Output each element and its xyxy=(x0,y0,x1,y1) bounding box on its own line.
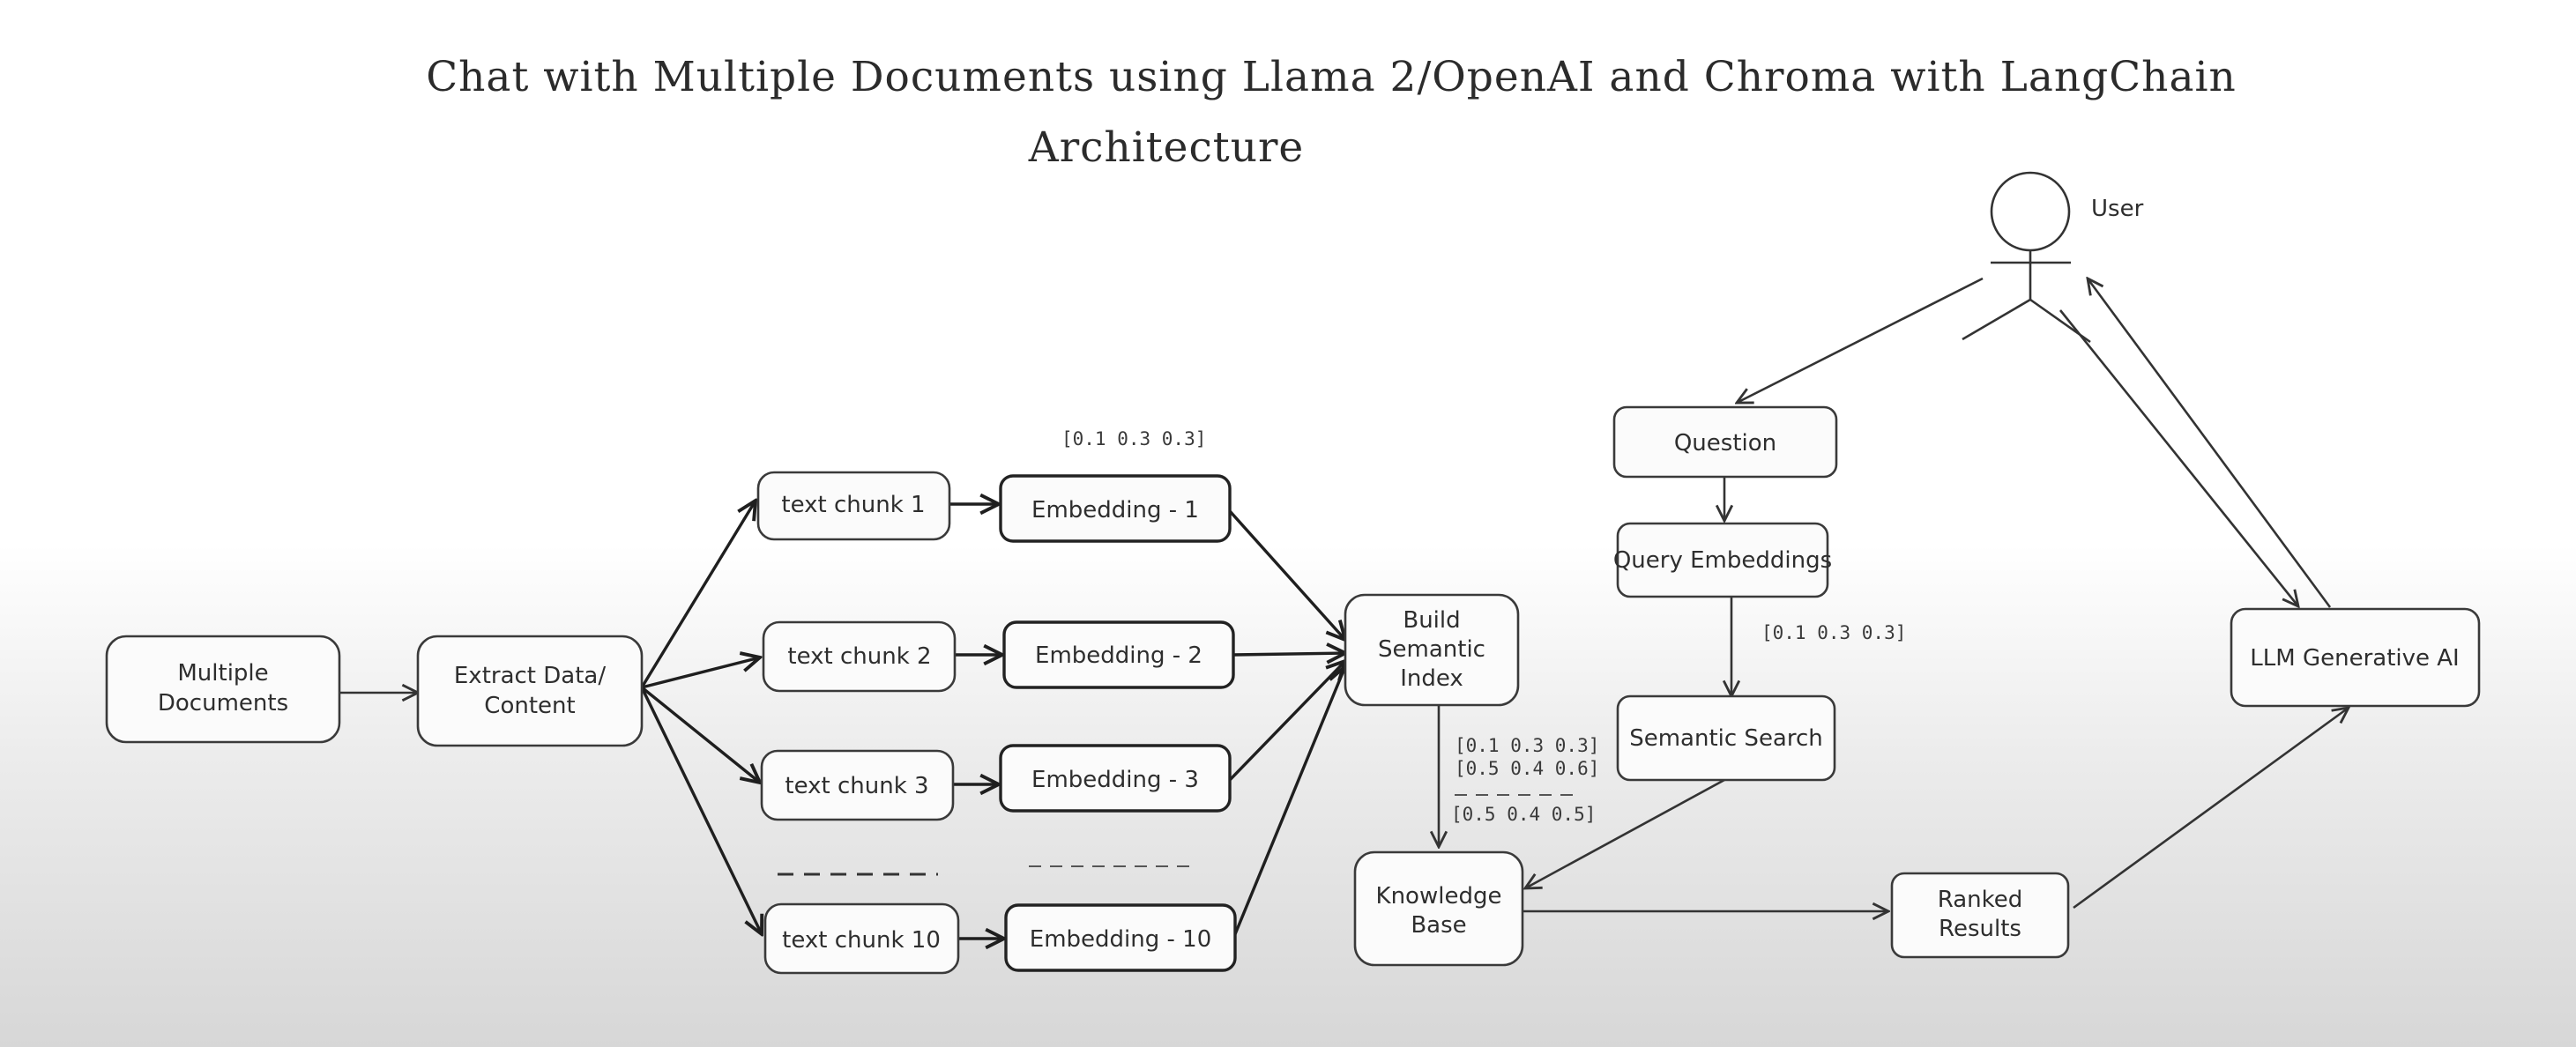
node-label: Extract Data/ xyxy=(454,663,606,689)
edge-user-question xyxy=(1737,277,1984,403)
user-leg-right xyxy=(2029,298,2091,344)
node-label: Knowledge xyxy=(1376,883,1502,910)
edge-search-kb xyxy=(1525,778,1725,888)
user-label: User xyxy=(2091,196,2144,222)
node-label: Semantic Search xyxy=(1629,725,1823,752)
node-label: Content xyxy=(484,693,575,719)
vector-kb-2: [0.5 0.4 0.6] xyxy=(1455,758,1599,779)
node-label: Embedding - 3 xyxy=(1031,767,1199,793)
node-label: Build xyxy=(1403,607,1460,634)
node-embedding-3[interactable]: Embedding - 3 xyxy=(999,744,1232,813)
node-extract-data[interactable]: Extract Data/ Content xyxy=(416,635,644,747)
node-text-chunk-2[interactable]: text chunk 2 xyxy=(762,620,957,693)
vector-kb-1: [0.1 0.3 0.3] xyxy=(1455,735,1599,756)
edge-extract-chunk10 xyxy=(640,687,762,934)
node-label: Embedding - 1 xyxy=(1031,497,1199,524)
node-label: Multiple xyxy=(177,660,268,687)
node-text-chunk-10[interactable]: text chunk 10 xyxy=(763,902,960,975)
edge-emb3-index xyxy=(1228,661,1345,782)
vector-embedding-1: [0.1 0.3 0.3] xyxy=(1061,428,1206,449)
node-llm-generative-ai[interactable]: LLM Generative AI xyxy=(2230,607,2481,708)
diagram-subtitle: Architecture xyxy=(1028,123,1305,172)
node-label: LLM Generative AI xyxy=(2250,645,2459,672)
edge-emb2-index xyxy=(1232,653,1345,655)
node-query-embeddings[interactable]: Query Embeddings xyxy=(1613,522,1832,598)
vector-query: [0.1 0.3 0.3] xyxy=(1761,622,1906,643)
vector-kb-3: [0.5 0.4 0.5] xyxy=(1451,804,1596,825)
node-embedding-2[interactable]: Embedding - 2 xyxy=(1002,620,1235,689)
user-head-icon xyxy=(1990,171,2071,252)
edge-extract-chunk3 xyxy=(640,686,760,783)
edge-extract-chunk1 xyxy=(640,501,756,688)
user-leg-left xyxy=(1962,298,2031,341)
node-embedding-10[interactable]: Embedding - 10 xyxy=(1004,903,1237,972)
edges xyxy=(339,278,2349,939)
node-question[interactable]: Question xyxy=(1612,405,1838,479)
node-label: Query Embeddings xyxy=(1613,547,1832,574)
node-label: Ranked xyxy=(1938,887,2023,913)
node-label: Embedding - 2 xyxy=(1035,642,1202,669)
node-multiple-documents[interactable]: Multiple Documents xyxy=(105,635,341,744)
edge-emb10-index xyxy=(1233,666,1345,935)
node-ranked-results[interactable]: Ranked Results xyxy=(1890,872,2070,959)
edge-llm-user xyxy=(2088,278,2332,608)
node-label: Question xyxy=(1674,430,1776,457)
node-label: text chunk 1 xyxy=(781,492,925,518)
node-label: Semantic xyxy=(1378,636,1485,663)
user-actor[interactable]: User xyxy=(1962,171,2144,344)
node-label: Index xyxy=(1400,665,1463,692)
node-label: text chunk 10 xyxy=(782,927,941,954)
edge-user-llm xyxy=(2059,309,2298,606)
node-label: text chunk 3 xyxy=(785,773,928,799)
node-embedding-1[interactable]: Embedding - 1 xyxy=(999,474,1232,543)
edge-extract-chunk2 xyxy=(641,657,760,689)
node-label: text chunk 2 xyxy=(787,643,931,670)
node-text-chunk-3[interactable]: text chunk 3 xyxy=(760,749,955,821)
edge-emb1-index xyxy=(1228,509,1345,640)
edge-ranked-llm xyxy=(2073,708,2349,910)
node-semantic-search[interactable]: Semantic Search xyxy=(1616,694,1836,782)
node-label: Embedding - 10 xyxy=(1030,926,1211,953)
node-label: Documents xyxy=(158,690,288,717)
node-knowledge-base[interactable]: Knowledge Base xyxy=(1353,850,1524,967)
node-text-chunk-1[interactable]: text chunk 1 xyxy=(756,471,951,541)
node-label: Base xyxy=(1411,912,1466,939)
node-build-semantic-index[interactable]: Build Semantic Index xyxy=(1344,593,1520,707)
diagram-title: Chat with Multiple Documents using Llama… xyxy=(426,53,2237,101)
node-label: Results xyxy=(1939,916,2021,942)
